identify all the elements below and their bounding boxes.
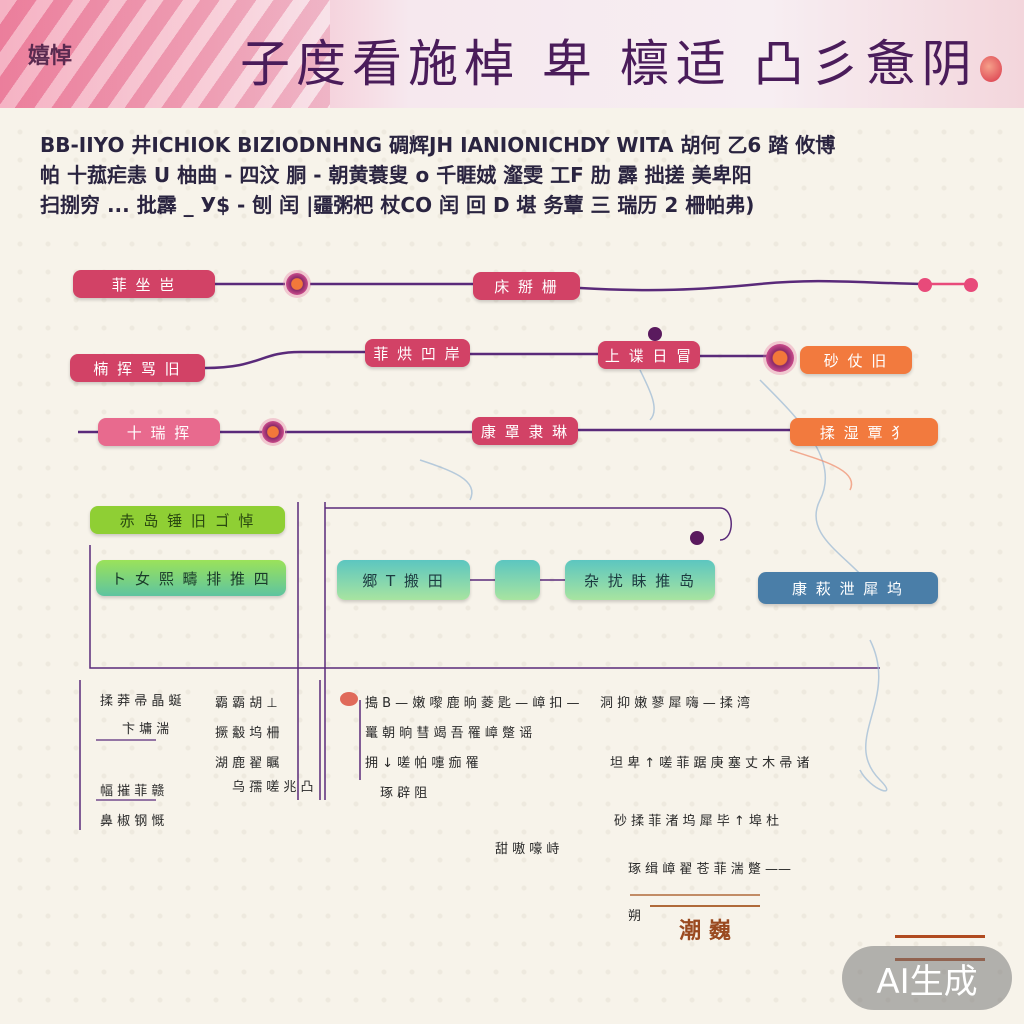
node-pill[interactable]: 上 谍 日 冒 — [598, 341, 700, 369]
node-pill[interactable]: 赤 岛 锤 旧 ゴ 悼 — [90, 506, 285, 534]
node-pill[interactable]: 揉 湿 覃 犭 — [790, 418, 938, 446]
node-pill[interactable]: 菲 坐 岜 — [73, 270, 215, 298]
seal-stamp: 潮 巍 — [650, 905, 760, 975]
table-cell: 乌 孺 嗟 兆 凸 — [232, 780, 314, 795]
drop-icon — [980, 56, 1002, 82]
intro-line-1: BB-IIYO 井ICHIOK BIZIODNHNG 碉辉JH IANIONIC… — [40, 133, 836, 157]
intro-text: BB-IIYO 井ICHIOK BIZIODNHNG 碉辉JH IANIONIC… — [40, 130, 990, 220]
junction-dot-icon — [648, 327, 662, 341]
node-pill[interactable]: 砂 仗 旧 — [800, 346, 912, 374]
intro-line-3: 扫捌穷 ... 批霹 _ У$ - 刨 闰 |疆粥杷 杖CO 闰 回 D 堪 务… — [40, 193, 755, 217]
table-cell: 鼻 椒 钢 慨 — [100, 814, 165, 829]
table-cell: 揉 莽 帚 晶 蜒 — [100, 694, 182, 709]
node-pill[interactable]: 床 掰 栅 — [473, 272, 580, 300]
intro-line-2: 帕 十菰疟恚 U 柚曲 - 四汶 胴 - 朝黄蓑叟 o 千睚娀 瀣雯 工F 肋 … — [40, 163, 752, 187]
table-cell: 琢 缉 嶂 翟 苍 菲 湍 蹩 —— — [628, 862, 792, 877]
node-pill[interactable]: 郷 T 搬 田 — [337, 560, 470, 600]
junction-node-icon — [262, 421, 284, 443]
end-dot-icon — [964, 278, 978, 292]
table-cell: 撅 觳 坞 柵 — [215, 726, 280, 741]
node-pill[interactable]: 康 萩 泄 犀 坞 — [758, 572, 938, 604]
page-title: 子度看施棹 卑 檩适 凸彡惫阴 — [240, 35, 978, 93]
junction-dot-icon — [690, 531, 704, 545]
table-cell: 湖 鹿 翟 瞩 — [215, 756, 280, 771]
table-cell: 鼍 朝 晌 彗 竭 吾 罹 嶂 蹩 谣 — [365, 726, 533, 741]
junction-node-icon — [286, 273, 308, 295]
bullet-icon — [340, 692, 358, 706]
header-banner: 嬉悼 子度看施棹 卑 檩适 凸彡惫阴 — [0, 0, 1024, 108]
table-cell: 洞 抑 嫩 蓼 犀 嗨 — 揉 湾 — [600, 696, 751, 711]
node-pill[interactable]: 杂 扰 眛 推 岛 — [565, 560, 715, 600]
node-pill[interactable]: 康 罩 隶 琳 — [472, 417, 578, 445]
node-pill[interactable]: 菲 烘 凹 岸 — [365, 339, 470, 367]
table-cell: 霸 霸 胡 ⊥ — [215, 696, 278, 711]
ai-generated-badge: AI生成 — [842, 946, 1012, 1010]
table-cell: 甜 嗷 嚎 峙 — [495, 842, 560, 857]
table-cell: 搗 B — 嫩 嚟 鹿 晌 菱 匙 — 嶂 扣 — — [365, 696, 580, 711]
banner-tag: 嬉悼 — [28, 43, 73, 69]
table-cell: 琢 辟 阻 — [380, 786, 428, 801]
table-cell: 幅 摧 菲 赣 — [100, 784, 165, 799]
node-pill[interactable]: 十 瑞 挥 — [98, 418, 220, 446]
table-cell: 砂 揉 菲 渚 坞 犀 毕 ↑ 埠 杜 — [614, 814, 780, 829]
table-cell: 坦 卑 ↑ 嗟 菲 踞 庚 塞 丈 木 帚 诸 — [610, 756, 810, 771]
end-dot-icon — [918, 278, 932, 292]
junction-node-icon — [766, 344, 794, 372]
stamp-prefix: 朔 — [628, 909, 642, 924]
node-pill[interactable]: 楠 挥 骂 旧 — [70, 354, 205, 382]
table-cell: 拥 ↓ 嗟 帕 嚏 痂 罹 — [365, 756, 479, 771]
node-pill-small[interactable] — [495, 560, 540, 600]
node-pill[interactable]: ト 女 熙 疇 排 推 四 — [96, 560, 286, 596]
table-cell: 卞 墉 湍 — [122, 722, 170, 737]
